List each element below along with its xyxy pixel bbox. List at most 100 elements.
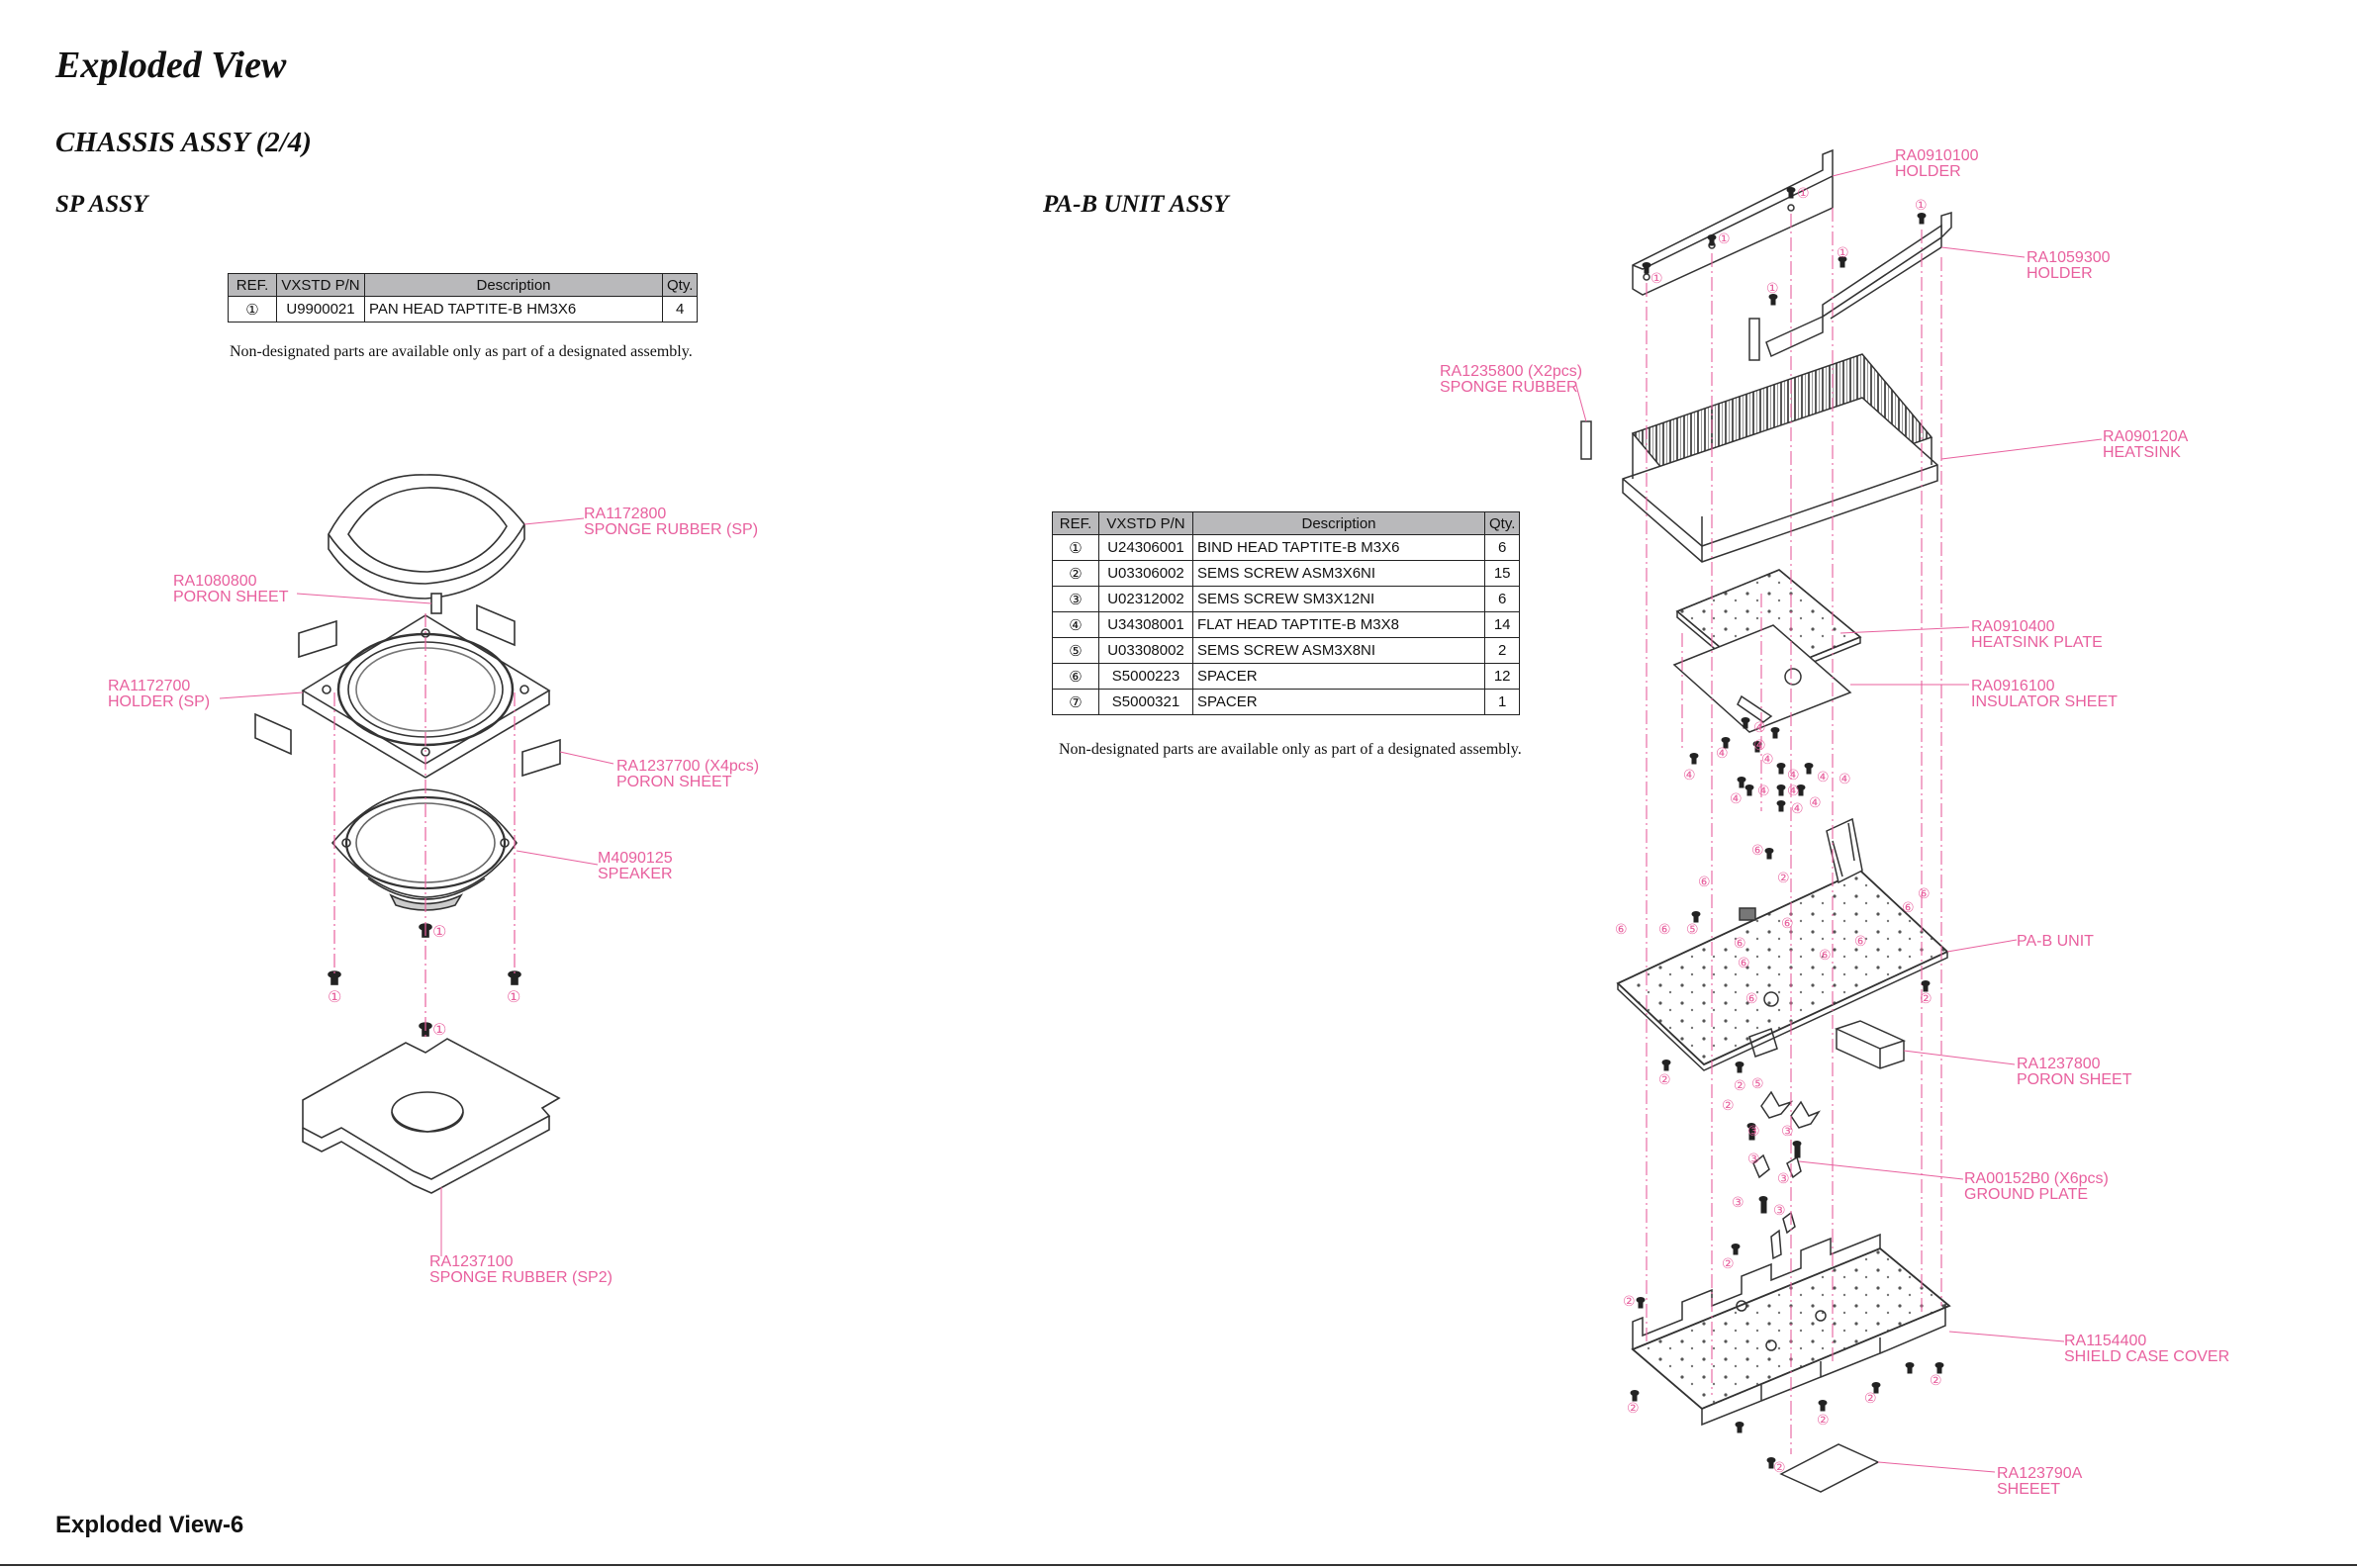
shield-case-cover-part — [1631, 1233, 1951, 1427]
ref-mark: ⑥ — [1902, 900, 1915, 916]
ref-mark: ④ — [1683, 768, 1696, 784]
screw-part — [1905, 1362, 1915, 1374]
callout-name: SPONGE RUBBER (SP2) — [429, 1269, 613, 1286]
ref-mark: ④ — [1730, 791, 1743, 807]
ref-cell: ⑦ — [1052, 689, 1099, 715]
ground-plate-part — [1752, 1090, 1821, 1260]
pab-assy-title: PA-B UNIT ASSY — [1043, 191, 1229, 218]
ref-mark: ⑥ — [1781, 916, 1794, 932]
ref-mark: ⑥ — [1819, 948, 1832, 964]
ref-mark: ② — [1864, 1391, 1877, 1407]
callout-name: PORON SHEET — [616, 774, 732, 790]
description-cell: SEMS SCREW ASM3X6NI — [1192, 560, 1485, 587]
screw-part — [1746, 1123, 1756, 1141]
callout-pn: RA1154400 — [2064, 1333, 2146, 1349]
pab-unit-pcb-part — [1616, 817, 1949, 1071]
callout-name: INSULATOR SHEET — [1971, 693, 2118, 710]
screw-part — [1871, 1382, 1881, 1394]
callout-pn: RA0910100 — [1895, 147, 1979, 164]
description-cell: BIND HEAD TAPTITE-B M3X6 — [1192, 534, 1485, 561]
screw-part — [1661, 1060, 1671, 1071]
callout-name: SPONGE RUBBER — [1440, 379, 1578, 396]
ref-mark: ⑥ — [1615, 922, 1628, 938]
ref-mark: ① — [432, 922, 446, 941]
callout-name: HOLDER — [1895, 163, 1961, 180]
ref-cell: ④ — [1052, 611, 1099, 638]
callout-pn: RA1237800 — [2017, 1056, 2101, 1072]
description-cell: FLAT HEAD TAPTITE-B M3X8 — [1192, 611, 1485, 638]
ref-mark: ④ — [1753, 720, 1766, 736]
page-title: Exploded View — [55, 45, 287, 86]
footer-page-label: Exploded View-6 — [55, 1512, 244, 1538]
ref-mark: ① — [1766, 281, 1779, 297]
sp-assy-title: SP ASSY — [55, 191, 148, 218]
screw-part — [1917, 213, 1927, 225]
sheet-part — [1779, 1443, 1880, 1493]
description-cell: PAN HEAD TAPTITE-B HM3X6 — [364, 296, 663, 323]
screw-part — [1752, 741, 1762, 753]
screw-part — [1776, 784, 1786, 796]
poron-sheet-part — [476, 603, 516, 647]
sponge-rubber-part — [1580, 420, 1592, 460]
description-cell: SPACER — [1192, 663, 1485, 690]
callout-name: SHIELD CASE COVER — [2064, 1348, 2229, 1365]
leader-lines — [219, 517, 614, 1256]
table-row: ① U9900021 PAN HEAD TAPTITE-B HM3X6 4 — [228, 296, 699, 323]
callout-pn: RA1080800 — [173, 573, 257, 590]
section-title: CHASSIS ASSY (2/4) — [55, 127, 312, 158]
pn-cell: U03306002 — [1098, 560, 1193, 587]
ref-mark: ② — [1777, 871, 1790, 886]
screw-part — [1786, 187, 1796, 199]
sp-callouts: RA1172800 SPONGE RUBBER (SP) RA1080800 P… — [108, 506, 759, 1286]
ref-mark: ② — [1817, 1413, 1830, 1429]
ref-mark: ④ — [1716, 746, 1729, 762]
ref-mark: ① — [1797, 186, 1810, 202]
qty-header: Qty. — [1483, 511, 1521, 535]
screw-part — [1735, 1061, 1744, 1073]
screw-part — [1630, 1390, 1640, 1402]
ref-mark: ③ — [1781, 1124, 1794, 1140]
footer-divider — [0, 1564, 2357, 1566]
screw-part — [1642, 262, 1651, 274]
callout-pn: RA1237100 — [429, 1253, 514, 1270]
alignment-lines — [1646, 208, 1942, 1454]
ref-mark: ⑥ — [1658, 922, 1671, 938]
qty-cell: 6 — [1483, 534, 1521, 561]
screw-part — [1764, 848, 1774, 860]
ref-mark: ② — [1722, 1098, 1735, 1114]
ref-header: REF. — [1052, 511, 1099, 535]
screws — [1630, 187, 1944, 1469]
ref-mark: ② — [1734, 1078, 1746, 1094]
table-header-row: REF. VXSTD P/N Description Qty. — [1052, 511, 1521, 535]
ref-mark: ⑥ — [1854, 934, 1867, 950]
qty-header: Qty. — [661, 273, 699, 297]
callout-pn: RA00152B0 (X6pcs) — [1964, 1170, 2109, 1187]
sp-note: Non-designated parts are available only … — [230, 343, 693, 360]
screw-part — [1792, 1141, 1802, 1158]
ref-mark: ① — [432, 1020, 446, 1039]
callout-pn: RA090120A — [2103, 428, 2189, 445]
screw-part — [1758, 1196, 1768, 1214]
sponge-rubber-sp2-part — [302, 1038, 561, 1194]
table-header-row: REF. VXSTD P/N Description Qty. — [228, 273, 699, 297]
screw-part — [1735, 1422, 1744, 1433]
poron-sheet-part — [298, 619, 337, 659]
qty-cell: 4 — [661, 296, 699, 323]
sp-parts-table: REF. VXSTD P/N Description Qty. ① U99000… — [228, 273, 699, 323]
pn-header: VXSTD P/N — [1098, 511, 1193, 535]
screw-part — [1721, 737, 1731, 749]
description-header: Description — [1192, 511, 1485, 535]
holder-part — [1765, 211, 1952, 358]
ref-mark: ③ — [1747, 1152, 1760, 1167]
ref-mark: ④ — [1761, 752, 1774, 768]
callout-name: SPEAKER — [598, 866, 673, 882]
ref-mark: ⑥ — [1751, 843, 1764, 859]
ref-mark: ④ — [1787, 784, 1800, 799]
ref-header: REF. — [228, 273, 277, 297]
ref-mark: ③ — [1777, 1171, 1790, 1187]
ref-mark: ③ — [1732, 1195, 1744, 1211]
